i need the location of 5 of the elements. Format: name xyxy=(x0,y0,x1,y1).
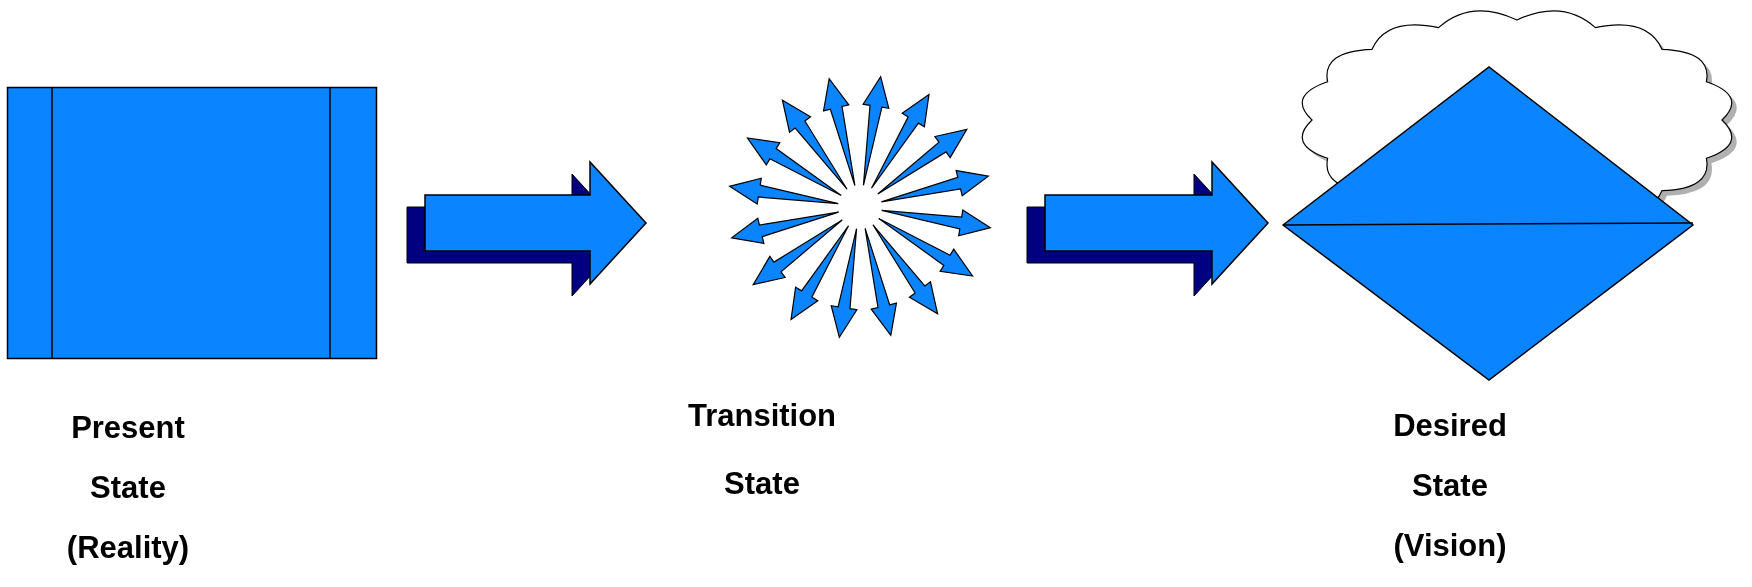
state-label: Desired State (Vision) xyxy=(1392,407,1508,565)
block-arrow xyxy=(1026,160,1269,297)
state-label: Transition State xyxy=(686,397,838,503)
block-arrow xyxy=(406,160,647,297)
state-label: Present State (Reality) xyxy=(65,409,191,567)
